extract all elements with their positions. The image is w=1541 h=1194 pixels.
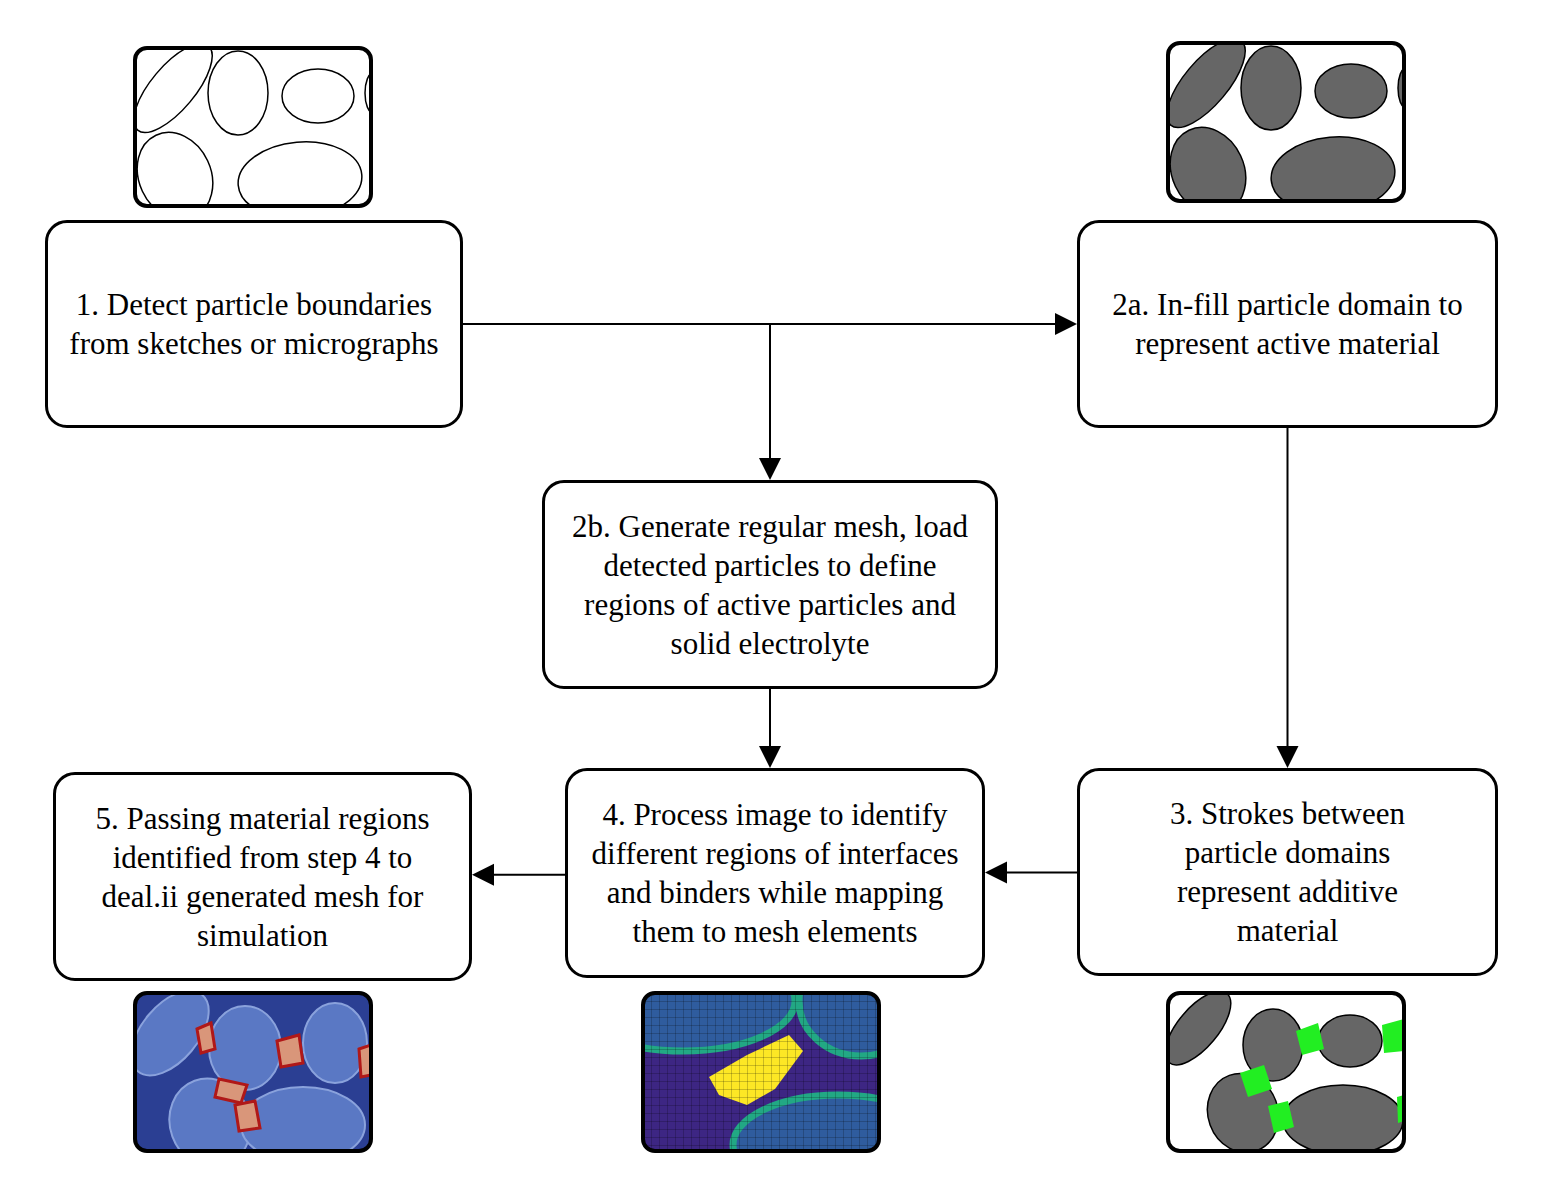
thumb-frame — [135, 993, 371, 1151]
connector-line — [463, 324, 770, 458]
electrolyte-region — [643, 993, 879, 1151]
particle-region — [209, 1006, 281, 1090]
arrow-head — [472, 864, 494, 886]
flow-arrow — [985, 862, 1077, 884]
additive-stroke — [1296, 1023, 1324, 1055]
particle-region — [135, 993, 224, 1089]
mesh-thumbnail — [571, 946, 943, 1194]
binder-region — [235, 1101, 260, 1131]
particle-outline — [135, 120, 227, 206]
active-particle — [1315, 64, 1387, 118]
process-box: 2b. Generate regular mesh, load detected… — [542, 480, 998, 689]
particle-outline — [135, 48, 225, 144]
flow-arrow — [759, 689, 781, 768]
connector-line — [1287, 428, 1289, 746]
connector-line — [1007, 872, 1077, 874]
connector-line — [494, 874, 565, 876]
simulation-thumbnail — [116, 977, 371, 1179]
connector-line — [463, 323, 1055, 325]
process-box: 2a. In-fill particle domain to represent… — [1077, 220, 1498, 428]
particle-region — [303, 1003, 367, 1083]
active-particle — [1318, 1015, 1382, 1067]
flow-arrow — [463, 313, 1077, 335]
flow-arrow — [463, 324, 781, 480]
arrow-head — [1277, 746, 1299, 768]
additive-stroke — [1382, 1019, 1404, 1053]
particle-outline — [208, 51, 268, 135]
binder-region — [277, 1035, 303, 1067]
active-particle — [1168, 993, 1242, 1075]
binder-region — [197, 1023, 215, 1053]
flow-arrow — [472, 864, 565, 886]
active-particle — [1268, 132, 1398, 201]
step-text: 3. Strokes between particle domains repr… — [1138, 794, 1438, 950]
thumb-background — [135, 48, 371, 206]
arrow-head — [759, 746, 781, 768]
step-text: 5. Passing material regions identified f… — [73, 799, 453, 955]
flow-arrow — [1277, 428, 1299, 768]
additive-stroke — [1268, 1101, 1294, 1133]
filled-thumbnail — [1154, 27, 1414, 227]
process-box: 5. Passing material regions identified f… — [53, 772, 472, 981]
mesh-grid — [643, 993, 879, 1151]
thumb-frame — [1168, 993, 1404, 1151]
additive-stroke — [1240, 1065, 1272, 1097]
thumb-frame — [1168, 43, 1404, 201]
arrow-head — [759, 458, 781, 480]
active-particle — [1241, 46, 1301, 130]
active-particle — [1168, 115, 1260, 201]
sketch-thumbnail — [121, 32, 381, 232]
step-text: 2b. Generate regular mesh, load detected… — [570, 507, 970, 663]
step-text: 2a. In-fill particle domain to represent… — [1098, 285, 1478, 363]
process-box: 4. Process image to identify different r… — [565, 768, 985, 978]
particle-outline — [235, 137, 365, 206]
arrow-head — [1055, 313, 1077, 335]
process-box: 1. Detect particle boundaries from sketc… — [45, 220, 463, 428]
active-particle — [1283, 1085, 1403, 1151]
thumb-frame — [643, 993, 879, 1151]
binder-region — [215, 1079, 247, 1103]
step-text: 4. Process image to identify different r… — [590, 795, 960, 951]
step-text: 1. Detect particle boundaries from sketc… — [62, 285, 447, 363]
connector-line — [769, 689, 771, 746]
strokes-thumbnail — [1154, 981, 1404, 1163]
thumb-frame — [135, 48, 371, 206]
arrow-head — [985, 862, 1007, 884]
particle-outline — [282, 69, 354, 123]
process-box: 3. Strokes between particle domains repr… — [1077, 768, 1498, 976]
